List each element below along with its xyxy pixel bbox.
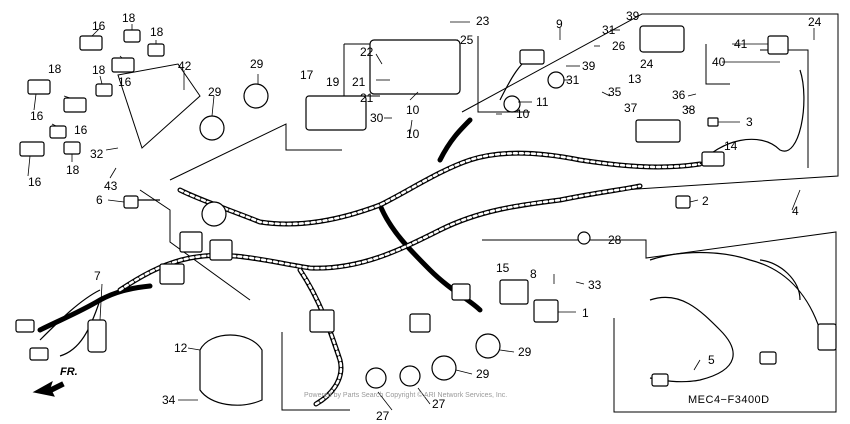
part-number-38[interactable]: 38 (682, 103, 696, 117)
part-number-18[interactable]: 18 (122, 11, 136, 25)
part-number-8[interactable]: 8 (530, 267, 537, 281)
frame-main-harness (169, 123, 342, 181)
part-number-14[interactable]: 14 (724, 139, 738, 153)
part-number-29[interactable]: 29 (518, 345, 532, 359)
part-number-21[interactable]: 21 (352, 75, 366, 89)
part-number-6[interactable]: 6 (96, 193, 103, 207)
part-number-4[interactable]: 4 (792, 204, 799, 218)
frame-lower-right (482, 231, 837, 413)
part-number-7[interactable]: 7 (94, 269, 101, 283)
part-number-3[interactable]: 3 (746, 115, 753, 129)
relay-15 (499, 279, 529, 305)
part-number-18[interactable]: 18 (92, 63, 106, 77)
frame-upper-right (461, 13, 839, 191)
part-number-31[interactable]: 31 (602, 23, 616, 37)
part-number-24[interactable]: 24 (640, 57, 654, 71)
front-arrow-label: FR. (60, 366, 78, 378)
part-number-34[interactable]: 34 (162, 393, 176, 407)
diagram-code: MEC4−F3400D (688, 394, 770, 406)
part-number-10[interactable]: 10 (516, 107, 530, 121)
part-number-12[interactable]: 12 (174, 341, 188, 355)
part-number-42[interactable]: 42 (178, 59, 192, 73)
part-number-17[interactable]: 17 (300, 68, 314, 82)
part-number-40[interactable]: 40 (712, 55, 726, 69)
part-number-28[interactable]: 28 (608, 233, 622, 247)
frame-bracket-42 (117, 63, 201, 149)
part-number-39[interactable]: 39 (582, 59, 596, 73)
part-number-39[interactable]: 39 (626, 9, 640, 23)
part-number-29[interactable]: 29 (208, 85, 222, 99)
watermark: Powered by Parts Search Copyright © ARI … (304, 392, 508, 399)
part-number-33[interactable]: 33 (588, 278, 602, 292)
part-number-35[interactable]: 35 (608, 85, 622, 99)
part-number-1[interactable]: 1 (582, 306, 589, 320)
part-number-15[interactable]: 15 (496, 261, 510, 275)
part-number-26[interactable]: 26 (612, 39, 626, 53)
part-number-16[interactable]: 16 (92, 19, 106, 33)
part-number-18[interactable]: 18 (48, 62, 62, 76)
part-number-27[interactable]: 27 (376, 409, 390, 423)
part-number-29[interactable]: 29 (476, 367, 490, 381)
part-number-16[interactable]: 16 (74, 123, 88, 137)
relay-1 (533, 299, 559, 323)
part-number-25[interactable]: 25 (460, 33, 474, 47)
part-number-29[interactable]: 29 (250, 57, 264, 71)
part-number-16[interactable]: 16 (28, 175, 42, 189)
part-number-9[interactable]: 9 (556, 17, 563, 31)
horn (199, 334, 263, 406)
part-number-22[interactable]: 22 (360, 45, 374, 59)
part-number-5[interactable]: 5 (708, 353, 715, 367)
connector-18-a (123, 29, 141, 43)
part-number-16[interactable]: 16 (118, 75, 132, 89)
fuse-box (635, 119, 681, 143)
part-number-36[interactable]: 36 (672, 88, 686, 102)
part-number-16[interactable]: 16 (30, 109, 44, 123)
part-number-24[interactable]: 24 (808, 15, 822, 29)
part-number-43[interactable]: 43 (104, 179, 118, 193)
connector-16-a (79, 35, 103, 51)
part-number-21[interactable]: 21 (360, 91, 374, 105)
front-direction-arrow (32, 380, 65, 397)
ecu-module (369, 39, 461, 95)
part-number-31[interactable]: 31 (566, 73, 580, 87)
part-number-10[interactable]: 10 (406, 103, 420, 117)
part-number-2[interactable]: 2 (702, 194, 709, 208)
diode-7 (87, 319, 107, 353)
part-number-19[interactable]: 19 (326, 75, 340, 89)
part-number-27[interactable]: 27 (432, 397, 446, 411)
part-number-37[interactable]: 37 (624, 101, 638, 115)
part-number-41[interactable]: 41 (734, 37, 748, 51)
part-number-10[interactable]: 10 (406, 127, 420, 141)
part-number-23[interactable]: 23 (476, 14, 490, 28)
part-number-11[interactable]: 11 (536, 95, 549, 109)
part-number-18[interactable]: 18 (150, 25, 164, 39)
part-number-18[interactable]: 18 (66, 163, 80, 177)
ecu-17 (305, 95, 367, 131)
part-number-32[interactable]: 32 (90, 147, 104, 161)
part-number-13[interactable]: 13 (628, 72, 642, 86)
part-number-30[interactable]: 30 (370, 111, 384, 125)
